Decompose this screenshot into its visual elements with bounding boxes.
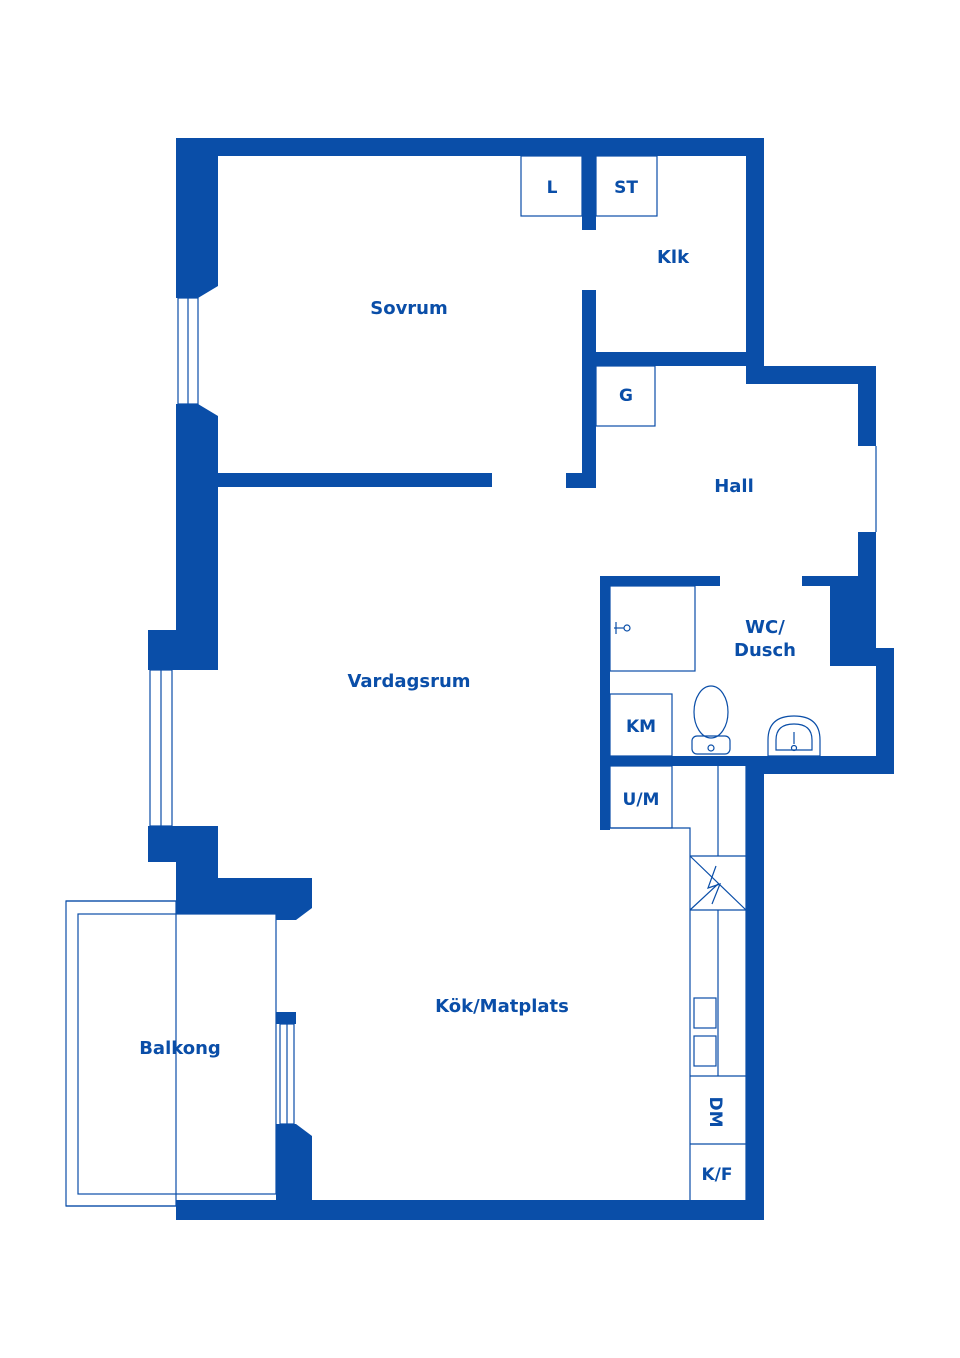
balcony xyxy=(65,900,277,1207)
sink-icon xyxy=(767,715,821,757)
label-klk: Klk xyxy=(657,247,690,268)
label-kok: Kök/Matplats xyxy=(435,996,569,1017)
window-sovrum xyxy=(177,297,199,405)
label-wc-line1: WC/ xyxy=(745,617,785,638)
label-um: U/M xyxy=(623,790,660,810)
label-g: G xyxy=(619,386,633,406)
window-vardagsrum xyxy=(149,669,173,827)
label-wc-line2: Dusch xyxy=(734,640,796,661)
stove-icon xyxy=(693,997,717,1067)
label-l: L xyxy=(547,178,558,198)
label-hall: Hall xyxy=(714,476,754,497)
label-kf: K/F xyxy=(702,1165,733,1185)
label-km: KM xyxy=(626,717,656,737)
toilet-icon xyxy=(691,685,731,755)
fixtures xyxy=(520,155,821,1200)
electric-panel-icon xyxy=(689,855,747,911)
balcony-door xyxy=(279,1023,295,1125)
label-balkong: Balkong xyxy=(139,1038,221,1059)
kitchen-counter xyxy=(610,827,691,1200)
windows xyxy=(149,297,877,1125)
closet-g xyxy=(595,365,656,427)
shower-icon xyxy=(614,622,631,634)
interior-walls xyxy=(218,156,832,830)
washing-machine xyxy=(609,693,673,757)
label-sovrum: Sovrum xyxy=(370,298,448,319)
label-dm: DM xyxy=(705,1096,725,1127)
closet-st xyxy=(595,155,658,217)
outer-walls xyxy=(148,138,894,1220)
closet-l xyxy=(520,155,583,217)
label-vardagsrum: Vardagsrum xyxy=(347,671,470,692)
label-st: ST xyxy=(614,178,638,198)
shower xyxy=(609,585,696,672)
room-labels: Sovrum Klk L ST G Hall WC/ Dusch KM U/M … xyxy=(139,178,796,1185)
